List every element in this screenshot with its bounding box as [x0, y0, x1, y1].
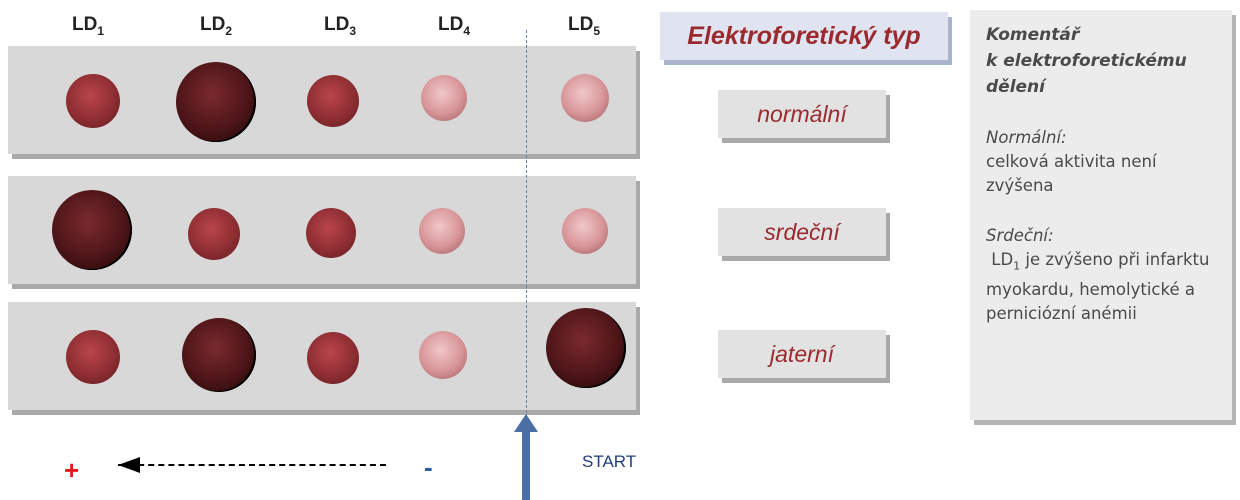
spot-liver-ld3 [307, 332, 359, 384]
spot-cardiac-ld5 [562, 208, 608, 254]
comment-cardiac-text: LD1 je zvýšeno při infarktu myokardu, he… [986, 250, 1210, 324]
start-arrow-head [514, 414, 538, 432]
comment-cardiac-title: Srdeční: [986, 226, 1054, 245]
column-header-ld1: LD1 [71, 14, 104, 38]
spot-normal-ld2 [176, 62, 256, 142]
spot-cardiac-ld4 [419, 208, 465, 254]
comment-title: Komentář k elektroforetickému dělení [986, 25, 1187, 97]
spot-normal-ld3 [307, 75, 359, 127]
start-label: START [582, 452, 637, 471]
type-liver: jaterní [718, 330, 886, 378]
spot-normal-ld4 [421, 75, 467, 121]
column-header-ld5: LD5 [567, 14, 600, 38]
column-header-ld2: LD2 [199, 14, 232, 38]
type-cardiac: srdeční [718, 208, 886, 256]
start-line [526, 30, 527, 428]
spot-liver-ld2 [182, 318, 256, 392]
spot-liver-ld1 [66, 330, 120, 384]
comment-normal-text: celková aktivita není zvýšena [986, 152, 1157, 195]
spot-normal-ld1 [66, 74, 120, 128]
comment-normal-title: Normální: [986, 128, 1067, 147]
anode-plus-sign: + [64, 455, 80, 485]
type-header: Elektroforetický typ [660, 12, 948, 60]
column-header-ld4: LD4 [437, 14, 470, 38]
spot-liver-ld4 [419, 331, 467, 379]
type-normal: normální [718, 90, 886, 138]
spot-cardiac-ld1 [52, 190, 132, 270]
cathode-minus-sign: - [424, 452, 433, 482]
spot-normal-ld5 [561, 74, 609, 122]
spot-cardiac-ld2 [188, 208, 240, 260]
direction-arrow [118, 464, 386, 466]
spot-liver-ld5 [546, 308, 626, 388]
spot-cardiac-ld3 [306, 208, 356, 258]
start-arrow [522, 430, 530, 500]
column-header-ld3: LD3 [323, 14, 356, 38]
comment-panel: Komentář k elektroforetickému dělení Nor… [970, 10, 1232, 420]
